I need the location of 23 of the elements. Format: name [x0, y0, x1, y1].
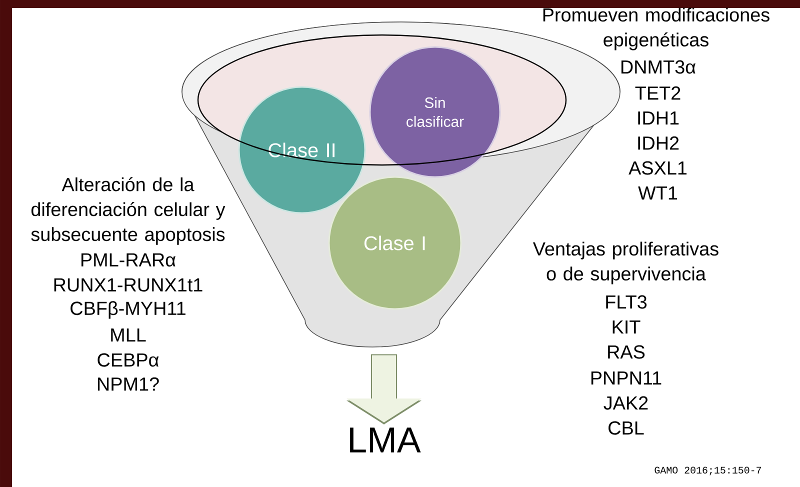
- label-text: Promueven modificaciones epigenéticas: [543, 8, 770, 50]
- label-text: TET2: [635, 86, 680, 100]
- label-text: PNPN11: [591, 372, 662, 384]
- label-text: FLT3: [606, 295, 647, 309]
- citation: GAMO 2016;15:150-7: [654, 466, 762, 476]
- result-label: LMA: [350, 428, 421, 452]
- label-text: JAK2: [604, 396, 648, 410]
- label-text: IDH2: [638, 136, 679, 150]
- label-text: WT1: [638, 186, 678, 200]
- label-text: IDH1: [638, 112, 679, 124]
- label-text: NPM1?: [98, 377, 159, 391]
- label-text: CBFβ-MYH11: [70, 301, 186, 319]
- label-text: CBL: [608, 421, 644, 435]
- label-text: Ventajas proliferativas o de supervivencia: [532, 242, 718, 284]
- label-text: Alteración de la diferenciación celular y subsecuente apoptosis: [31, 177, 226, 245]
- label-text: KIT: [612, 320, 640, 334]
- label-text: RAS: [608, 345, 645, 359]
- label-text: RUNX1-RUNX1t1: [54, 278, 202, 292]
- label-text: ASXL1: [628, 161, 687, 175]
- label-text: DNMT3α: [621, 60, 696, 74]
- label-text: PML-RARα: [82, 253, 176, 267]
- label-text: MLL: [111, 328, 146, 342]
- label-text: CEBPα: [98, 353, 159, 367]
